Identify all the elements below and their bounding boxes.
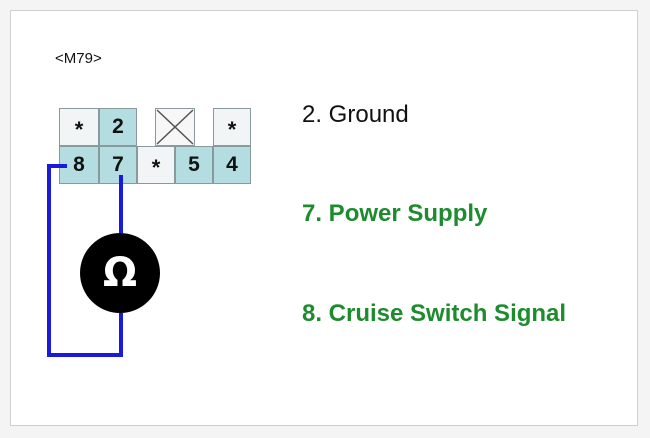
blocked-cavity-icon xyxy=(155,108,195,146)
pin-5: 5 xyxy=(175,146,213,184)
pin-blank-bottom: * xyxy=(137,146,175,184)
cross-mark-icon xyxy=(156,109,194,145)
pin-desc-power-supply: 7. Power Supply xyxy=(302,200,488,227)
pin-7: 7 xyxy=(99,146,137,184)
wire-to-pin-8 xyxy=(47,164,123,357)
pin-4: 4 xyxy=(213,146,251,184)
pin-blank-top-left: * xyxy=(59,108,99,146)
ohmmeter-icon: Ω xyxy=(80,233,160,313)
ohm-symbol: Ω xyxy=(102,250,137,296)
pin-desc-cruise-switch-signal: 8. Cruise Switch Signal xyxy=(302,300,567,327)
pin-desc-ground: 2. Ground xyxy=(302,101,409,128)
connector-label: <M79> xyxy=(55,50,102,67)
pin-2: 2 xyxy=(99,108,137,146)
pin-blank-top-right: * xyxy=(213,108,251,146)
